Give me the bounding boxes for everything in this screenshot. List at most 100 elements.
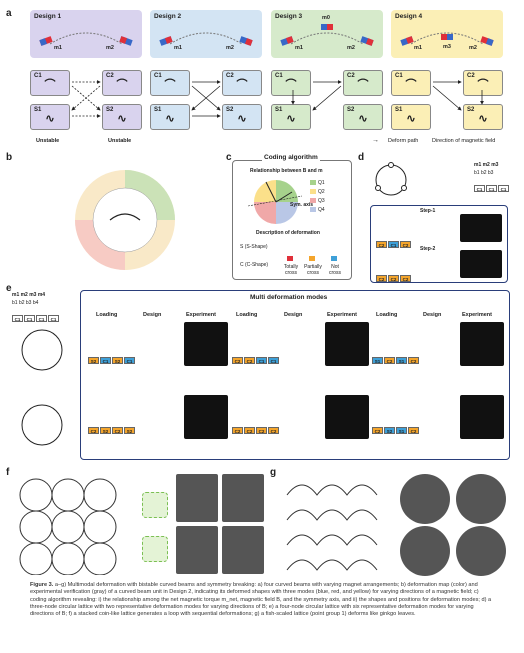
step-1-label: Step-1 — [420, 208, 436, 214]
state-label: S2 — [467, 107, 475, 113]
r2c3-3: S1 — [396, 427, 407, 434]
state-label: C1 — [275, 73, 283, 79]
d-steps-box — [370, 205, 508, 283]
beam-shape-icon: ∿ — [358, 113, 368, 125]
r1c3-3: S1 — [396, 357, 407, 364]
quadrant-diagram — [247, 180, 316, 224]
r1c2-1: C2 — [232, 357, 243, 364]
r1c1-1: S2 — [88, 357, 99, 364]
e-b-labels: b1 b2 b3 b4 — [12, 300, 39, 306]
r1c2-3: C1 — [256, 357, 267, 364]
fish-scale-lattice — [286, 484, 378, 571]
state-label: S2 — [347, 107, 355, 113]
beam-shape-icon: ∿ — [117, 113, 127, 125]
state-s2-design-4: S2∿ — [463, 104, 503, 130]
not-cross-label: Not cross — [329, 264, 341, 276]
e-header-7: Loading — [376, 312, 398, 318]
g-photo-1 — [400, 474, 450, 524]
state-label: C1 — [154, 73, 162, 79]
r1c1-4: C1 — [124, 357, 135, 364]
e-magnets: m1 m2 m3 m4 — [12, 292, 46, 298]
state-s2-design-2: S2∿ — [222, 104, 262, 130]
multi-modes-box — [80, 290, 510, 460]
e-exp-6 — [460, 395, 504, 439]
e-header-4: Loading — [236, 312, 258, 318]
e-header-6: Experiment — [327, 312, 357, 318]
beam-shape-icon: ⌒ — [236, 79, 248, 91]
design-2-title: Design 2 — [154, 13, 182, 20]
e-header-1: Loading — [96, 312, 118, 318]
step-2-code-2: C2 — [388, 275, 399, 282]
q1-label: Q1 — [318, 180, 325, 186]
r2c1-2: S2 — [100, 427, 111, 434]
design-2-beam — [159, 32, 253, 46]
beam-shape-icon: ∿ — [45, 113, 55, 125]
e-header-8: Design — [423, 312, 442, 318]
state-label: S2 — [106, 107, 114, 113]
beam-shape-icon: ⌒ — [44, 79, 56, 91]
design-3-m2: m2 — [347, 45, 355, 51]
g-photo-3 — [400, 526, 450, 576]
q4-label: Q4 — [318, 207, 325, 213]
step-2-photo — [460, 250, 502, 278]
state-s2-design-3: S2∿ — [343, 104, 383, 130]
state-c2-design-1: C2⌒ — [102, 70, 142, 96]
e-exp-4 — [184, 395, 228, 439]
state-label: S1 — [154, 107, 162, 113]
design-4-m2: m2 — [469, 45, 477, 51]
multi-modes-title: Multi deformation modes — [250, 294, 328, 301]
g-photo-4 — [456, 526, 506, 576]
state-label: C2 — [467, 73, 475, 79]
e-code-3: C1 — [36, 315, 47, 322]
design-3-m1: m1 — [295, 45, 303, 51]
panel-label-g: g — [270, 467, 277, 478]
g-photo-2 — [456, 474, 506, 524]
partially-cross-label: Partially cross — [304, 264, 322, 276]
e-header-3: Experiment — [186, 312, 216, 318]
e-code-1: C1 — [12, 315, 23, 322]
design-3-title: Design 3 — [275, 13, 303, 20]
state-s2-design-1: S2∿ — [102, 104, 142, 130]
totally-cross-swatch — [287, 256, 293, 261]
r1c3-1: S1 — [372, 357, 383, 364]
r1c3-4: C2 — [408, 357, 419, 364]
beam-shape-icon: ∿ — [165, 113, 175, 125]
legend-arrow-icon: → — [372, 137, 379, 144]
beam-shape-icon: ∿ — [286, 113, 296, 125]
panel-label-c: c — [226, 152, 232, 163]
state-label: S1 — [395, 107, 403, 113]
e-exp-5 — [325, 395, 369, 439]
d-code-1: C1 — [474, 185, 485, 192]
state-arrows-svg — [71, 80, 484, 118]
e-header-2: Design — [143, 312, 162, 318]
sym-axis-label: Sym. axis — [290, 202, 314, 208]
panel-label-d: d — [358, 152, 365, 163]
step-2-label: Step-2 — [420, 246, 436, 252]
f-photo-4 — [222, 526, 264, 574]
legend-field-direction: Direction of magnetic field — [432, 138, 496, 144]
d-code-2: C1 — [486, 185, 497, 192]
e-header-9: Experiment — [462, 312, 492, 318]
three-node-lattice — [375, 162, 407, 196]
state-c2-design-2: C2⌒ — [222, 70, 262, 96]
e-code-4: C1 — [48, 315, 59, 322]
beam-shape-icon: ⌒ — [405, 79, 417, 91]
caption-text: a–g) Multimodal deformation with bistabl… — [30, 582, 492, 618]
r2c3-4: C2 — [408, 427, 419, 434]
totally-cross-label: Totally cross — [283, 264, 299, 276]
r2c2-2: C2 — [244, 427, 255, 434]
figure-caption: Figure 3. a–g) Multimodal deformation wi… — [30, 582, 494, 618]
f-photo-1 — [176, 474, 218, 522]
design-4-title: Design 4 — [395, 13, 423, 20]
unstable-label-2: Unstable — [108, 138, 132, 144]
f-photo-2 — [222, 474, 264, 522]
d-magnets: m1 m2 m3 — [474, 162, 499, 168]
r2c1-4: S2 — [124, 427, 135, 434]
r2c1-1: C2 — [88, 427, 99, 434]
design-4-m3: m3 — [443, 44, 451, 50]
coding-title: Coding algorithm — [262, 154, 320, 161]
